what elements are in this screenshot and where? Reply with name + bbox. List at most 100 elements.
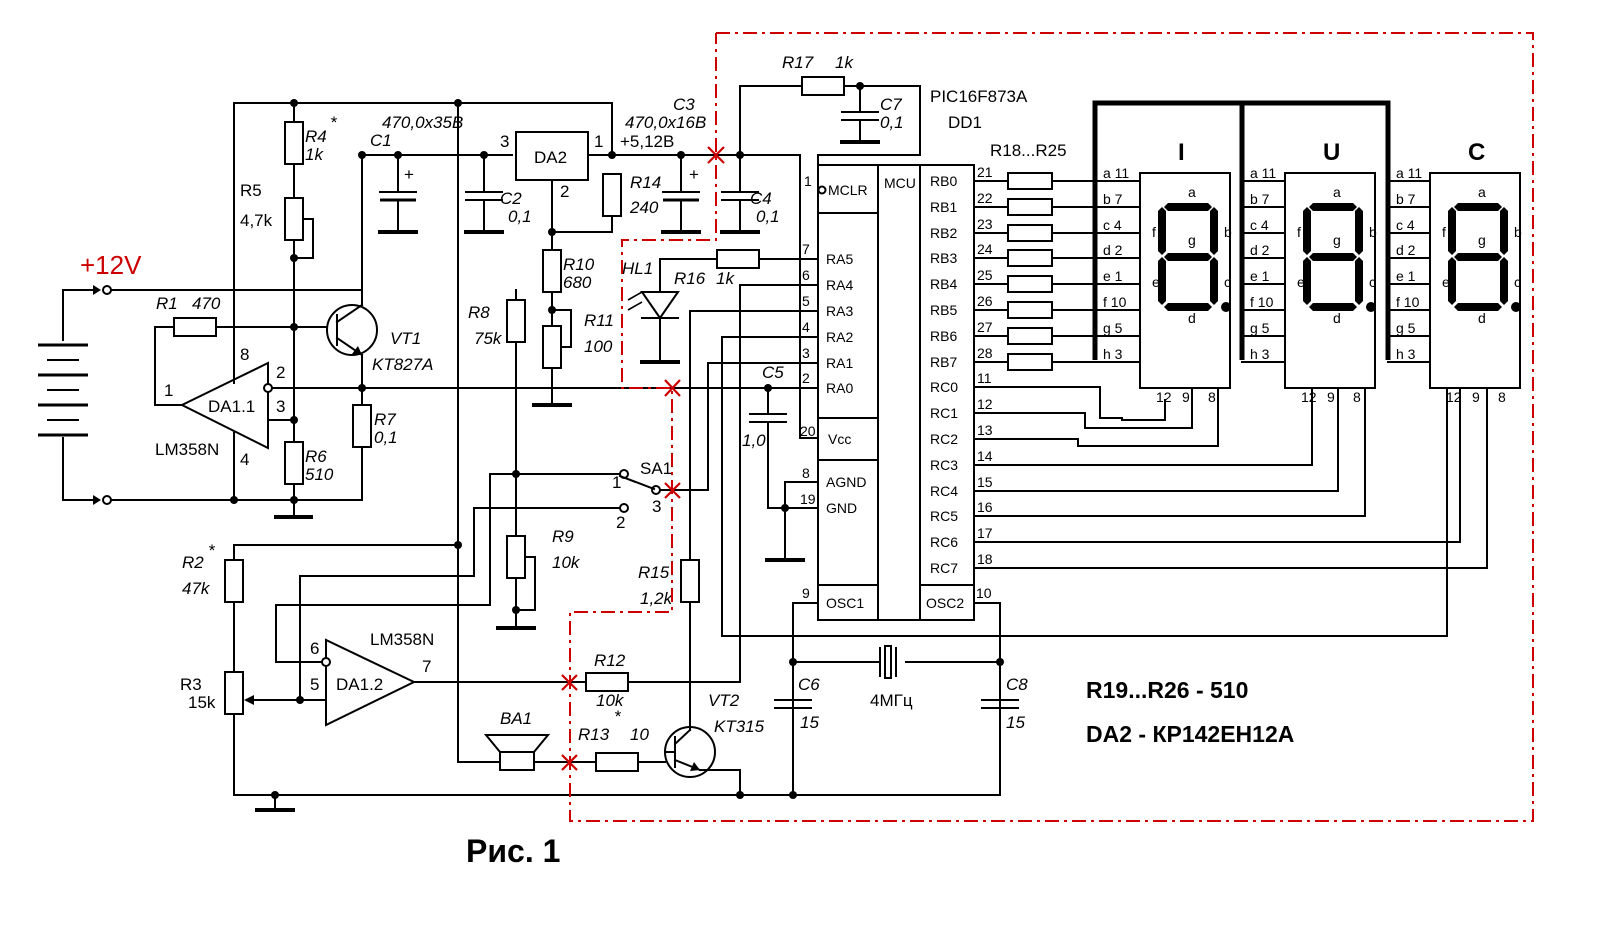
segment-letter: a [1188, 184, 1196, 200]
svg-text:4,7k: 4,7k [240, 211, 273, 230]
display-bottom-pin: 8 [1208, 389, 1216, 405]
VT2-part-label: KT315 [714, 717, 765, 736]
svg-text:R10: R10 [563, 255, 595, 274]
display-bottom-pin: 8 [1498, 389, 1506, 405]
segment-letter: a [1478, 184, 1486, 200]
svg-text:510: 510 [305, 465, 334, 484]
BA1-horn [483, 734, 551, 753]
note-resistors: R19...R26 - 510 [1086, 677, 1248, 703]
mcu-pin-rc2: RC2 [930, 431, 958, 447]
mcu-pin-rc5: RC5 [930, 508, 958, 524]
R17-resistor [801, 76, 845, 96]
svg-text:DD1: DD1 [948, 113, 982, 132]
svg-text:GND: GND [826, 500, 857, 516]
svg-text:1,0: 1,0 [742, 431, 766, 450]
mcu-pin-number: 5 [802, 293, 810, 309]
svg-text:R1: R1 [156, 294, 178, 313]
svg-text:3: 3 [500, 132, 509, 151]
mcu-pin-rb6: RB6 [930, 328, 957, 344]
svg-text:LM358N: LM358N [370, 630, 434, 649]
display-pin-label: d 2 [1103, 242, 1123, 258]
power-plus-terminal [102, 285, 112, 295]
svg-text:R17: R17 [782, 53, 814, 72]
svg-text:C7: C7 [880, 95, 902, 114]
svg-text:R7: R7 [374, 410, 396, 429]
svg-text:1: 1 [594, 132, 603, 151]
svg-text:R6: R6 [305, 447, 327, 466]
mcu-pin-number: 26 [977, 293, 993, 309]
display-pin-label: d 2 [1396, 242, 1416, 258]
display-pin-label: e 1 [1250, 268, 1270, 284]
junction-dots [230, 82, 1004, 799]
display-pin-label: f 10 [1250, 294, 1274, 310]
display-pin-label: a 11 [1250, 165, 1276, 181]
svg-text:10: 10 [976, 585, 992, 601]
svg-text:R5: R5 [240, 181, 262, 200]
R15-resistor [680, 559, 700, 603]
HL1-led [640, 291, 680, 320]
mcu-pin-rb5: RB5 [930, 302, 957, 318]
svg-text:8: 8 [802, 465, 810, 481]
display-pin-label: h 3 [1103, 346, 1123, 362]
svg-text:+5,12B: +5,12B [620, 132, 674, 151]
mcu-pin-number: 24 [977, 241, 993, 257]
svg-text:HL1: HL1 [622, 259, 653, 278]
segment-letter: b [1369, 224, 1377, 240]
mcu-chip [817, 164, 975, 621]
mcu-pin-rc6: RC6 [930, 534, 958, 550]
svg-text:2: 2 [276, 363, 285, 382]
segment-letter: e [1297, 274, 1305, 290]
segment-letter: f [1297, 224, 1301, 240]
svg-text:DA2: DA2 [534, 148, 567, 167]
svg-text:4MГц: 4MГц [870, 691, 913, 710]
power-voltage-label: +12V [80, 250, 142, 280]
display-pin-label: a 11 [1396, 165, 1422, 181]
svg-text:0,1: 0,1 [880, 113, 904, 132]
segment-letter: d [1478, 310, 1486, 326]
svg-text:C2: C2 [500, 189, 522, 208]
mcu-pin-ra1: RA1 [826, 355, 853, 371]
svg-text:5: 5 [310, 675, 319, 694]
display-pin-label: f 10 [1396, 294, 1420, 310]
svg-text:1,2k: 1,2k [640, 589, 674, 608]
R10-resistor [542, 249, 562, 293]
svg-text:1k: 1k [835, 53, 854, 72]
svg-text:3: 3 [276, 397, 285, 416]
svg-text:R13: R13 [578, 725, 610, 744]
R7-resistor [352, 404, 372, 448]
segment-letter: g [1188, 232, 1196, 248]
svg-text:R11: R11 [584, 311, 614, 330]
svg-text:7: 7 [422, 657, 431, 676]
mcu-pin-rb7: RB7 [930, 354, 957, 370]
segment-resistor [1007, 327, 1053, 345]
svg-text:1: 1 [164, 381, 173, 400]
svg-text:PIC16F873A: PIC16F873A [930, 87, 1028, 106]
svg-text:DA1.1: DA1.1 [208, 397, 255, 416]
mcu-pin-rc0: RC0 [930, 379, 958, 395]
svg-text:MCLR: MCLR [828, 182, 868, 198]
mcu-pin-number: 21 [977, 164, 993, 180]
svg-text:1: 1 [804, 173, 812, 189]
mcu-pin-rb3: RB3 [930, 250, 957, 266]
segment-resistor [1007, 353, 1053, 371]
svg-text:MCU: MCU [884, 175, 916, 191]
display-pin-label: b 7 [1103, 191, 1123, 207]
R1-resistor [173, 317, 217, 337]
display-pin-label: g 5 [1396, 320, 1416, 336]
mcu-pin-ra3: RA3 [826, 303, 853, 319]
display-pin-label: c 4 [1396, 217, 1415, 233]
svg-text:R12: R12 [594, 651, 626, 670]
display-pin-label: b 7 [1396, 191, 1416, 207]
display-bottom-pin: 9 [1472, 389, 1480, 405]
segment-letter: d [1188, 310, 1196, 326]
svg-text:R4: R4 [305, 127, 327, 146]
svg-text:LM358N: LM358N [155, 440, 219, 459]
segment-letter: f [1152, 224, 1156, 240]
svg-text:6: 6 [310, 639, 319, 658]
mcu-pin-ra4: RA4 [826, 277, 853, 293]
mcu-pin-ra0: RA0 [826, 380, 853, 396]
svg-text:1k: 1k [305, 145, 324, 164]
